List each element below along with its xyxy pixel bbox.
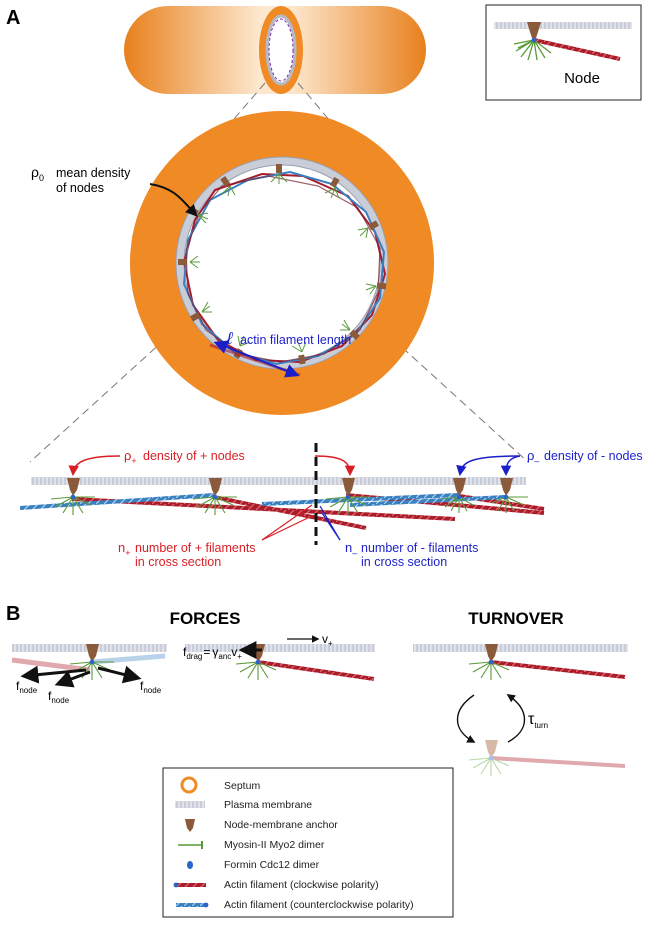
node-inset: Node: [485, 4, 642, 101]
n-minus-sub: –: [352, 548, 357, 558]
panel-a-letter: A: [6, 7, 20, 29]
myosin-icon: [178, 841, 203, 849]
rho0-line1: mean density: [56, 166, 131, 180]
rho0-annotation: ρ0 mean density of nodes: [31, 164, 198, 217]
actin-counterclockwise-icon: [176, 902, 209, 908]
ell-symbol: ℓ: [226, 329, 233, 348]
inset-node-label: Node: [564, 70, 600, 87]
f-node-3-f: f: [140, 679, 144, 693]
turnover-diagram: τturn: [413, 644, 628, 776]
rho-minus-label: density of - nodes: [544, 449, 643, 463]
n-plus-symbol: n: [118, 540, 125, 555]
f-drag-v: v: [231, 645, 237, 659]
n-plus-line2: in cross section: [135, 555, 221, 569]
svg-text:fnode: fnode: [48, 689, 70, 705]
f-drag-v-sub: +: [237, 652, 242, 661]
legend-box: Septum Plasma membrane Node-membrane anc…: [162, 767, 454, 918]
ring-nodes: [178, 164, 387, 365]
membrane-icon: [175, 801, 205, 808]
turnover-heading: TURNOVER: [468, 609, 563, 628]
cell-capsule: [124, 6, 426, 94]
n-plus-annotation: n+ number of + filaments in cross sectio…: [118, 504, 315, 569]
legend-item-formin: Formin Cdc12 dimer: [224, 859, 320, 871]
rho-plus-label: density of + nodes: [143, 449, 245, 463]
rho-minus-sub: –: [534, 456, 539, 466]
legend-item-actin-counterclockwise: Actin filament (counterclockwise polarit…: [224, 899, 414, 911]
anchor-icon: [185, 819, 195, 832]
rho-minus-symbol: ρ: [527, 448, 534, 463]
v-plus-sub: +: [328, 639, 333, 648]
rho-minus-annotation: ρ– density of - nodes: [456, 448, 643, 477]
n-minus-line2: in cross section: [361, 555, 447, 569]
svg-text:τturn: τturn: [528, 711, 548, 730]
svg-text:ρ0: ρ0: [31, 164, 44, 183]
rho-plus-sub: +: [131, 456, 136, 466]
legend-item-septum: Septum: [224, 780, 260, 792]
svg-text:n+: n+: [118, 540, 131, 558]
f-node-1-f: f: [16, 679, 20, 693]
rho0-sub: 0: [39, 173, 44, 183]
v-plus-v: v: [322, 632, 328, 646]
forces-drag-diagram: v+ fdrag=γancv+: [183, 632, 375, 681]
svg-text:n–: n–: [345, 540, 357, 558]
f-node-3-sub: node: [143, 686, 161, 695]
tau-symbol: τ: [528, 711, 535, 728]
svg-text:ρ+: ρ+: [124, 448, 137, 466]
septum-ring-icon: [180, 776, 198, 794]
panel-b-letter: B: [6, 603, 20, 625]
n-plus-line1: number of + filaments: [135, 541, 256, 555]
actin-length-annotation: ℓ actin filament length: [209, 329, 351, 378]
f-node-1-sub: node: [19, 686, 37, 695]
svg-text:v+: v+: [322, 632, 333, 648]
legend-item-membrane: Plasma membrane: [224, 799, 312, 811]
f-drag-f: f: [183, 645, 187, 659]
legend-item-actin-clockwise: Actin filament (clockwise polarity): [224, 879, 379, 891]
actin-length-label: actin filament length: [240, 333, 351, 347]
f-drag-eq: =: [203, 645, 210, 659]
svg-text:fdrag=γancv+: fdrag=γancv+: [183, 645, 242, 661]
forces-node-diagram: fnode fnode fnode: [11, 644, 167, 705]
formin-icon: [187, 861, 193, 869]
rho0-symbol: ρ: [31, 164, 39, 180]
f-node-2-f: f: [48, 689, 52, 703]
legend-item-anchor: Node-membrane anchor: [224, 819, 338, 831]
rho-plus-annotation: ρ+ density of + nodes: [68, 448, 356, 477]
ring-myosin-fans: [189, 173, 377, 353]
svg-text:fnode: fnode: [140, 679, 162, 695]
linear-section: [19, 443, 545, 545]
svg-text:ρ–: ρ–: [527, 448, 539, 466]
rho-plus-symbol: ρ: [124, 448, 131, 463]
forces-heading: FORCES: [170, 609, 241, 628]
f-node-2-sub: node: [51, 696, 69, 705]
n-minus-annotation: n– number of - filaments in cross sectio…: [319, 505, 478, 569]
actin-clockwise-icon: [173, 882, 206, 888]
rho0-line2: of nodes: [56, 181, 104, 195]
f-drag-gamma-sub: anc: [218, 652, 231, 661]
tau-sub: turn: [534, 721, 548, 730]
svg-text:fnode: fnode: [16, 679, 38, 695]
legend-item-myosin: Myosin-II Myo2 dimer: [224, 839, 325, 851]
n-minus-symbol: n: [345, 540, 352, 555]
n-minus-line1: number of - filaments: [361, 541, 478, 555]
n-plus-sub: +: [125, 548, 130, 558]
f-drag-gamma: γ: [212, 645, 218, 659]
f-drag-sub: drag: [186, 652, 202, 661]
